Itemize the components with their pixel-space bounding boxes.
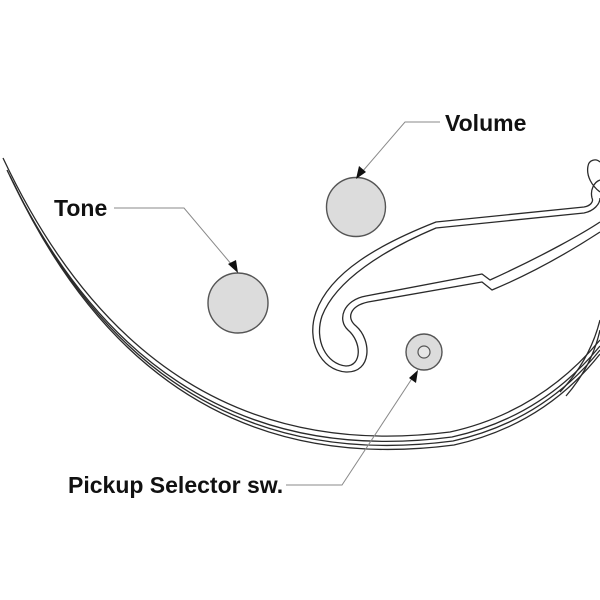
f-hole — [312, 159, 600, 397]
tone-callout: Tone — [54, 195, 269, 334]
volume-label: Volume — [445, 110, 526, 136]
volume-arrow-icon — [356, 166, 366, 179]
tone-label: Tone — [54, 195, 107, 221]
tone-knob — [207, 272, 269, 334]
pickup-selector-label: Pickup Selector sw. — [68, 472, 283, 498]
pickup-selector-arrow-icon — [409, 370, 418, 383]
pickup-selector-center — [417, 345, 431, 359]
pickup-selector-leader-line — [286, 376, 414, 486]
guitar-body-outline — [2, 157, 600, 451]
tone-arrow-icon — [228, 260, 238, 273]
volume-leader-line — [361, 121, 440, 173]
volume-knob — [325, 176, 387, 238]
tone-leader-line — [114, 207, 233, 266]
volume-callout: Volume — [325, 110, 526, 238]
pickup-selector-callout: Pickup Selector sw. — [68, 333, 443, 498]
